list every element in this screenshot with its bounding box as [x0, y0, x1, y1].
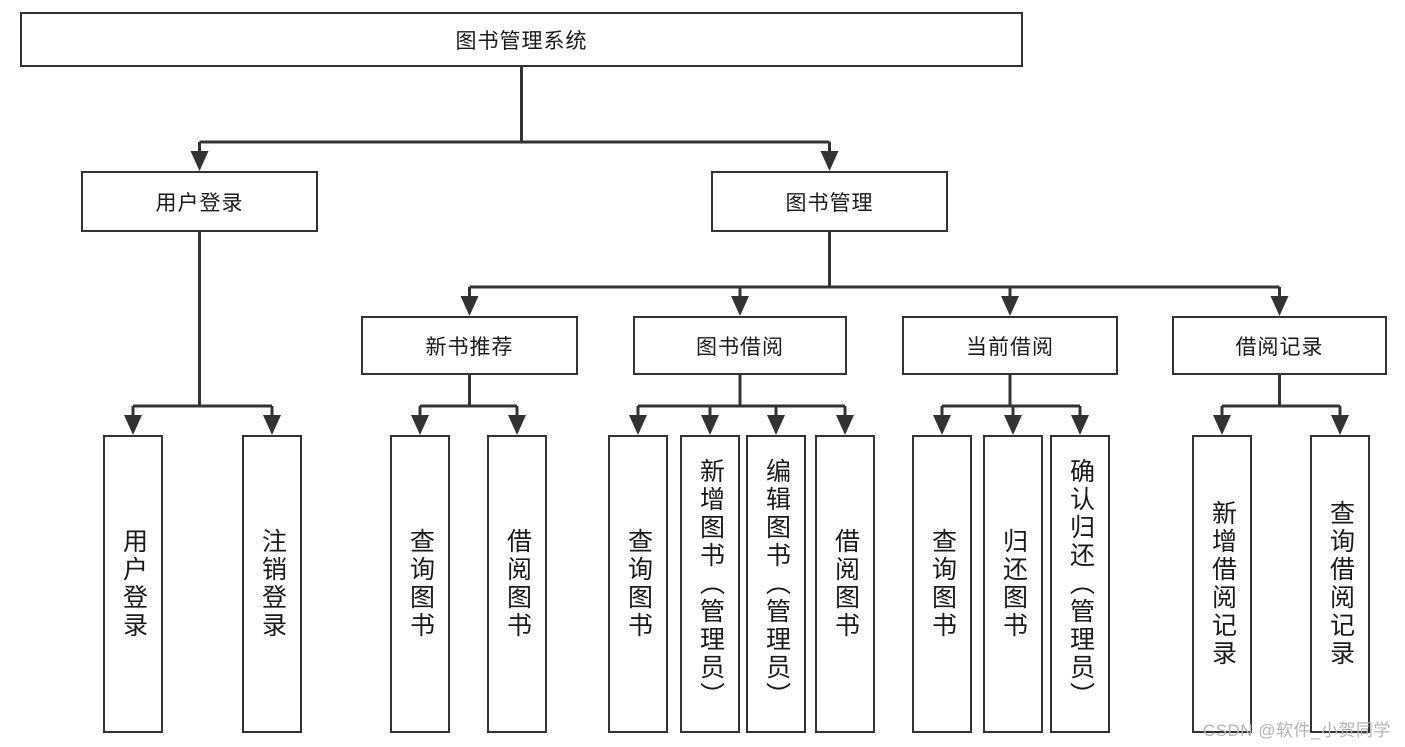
node-label: 新增借阅记录 [1208, 500, 1237, 668]
node-label: 用户登录 [155, 191, 244, 215]
connector-arrowhead [1004, 415, 1022, 435]
node-label: 查询图书 [928, 528, 957, 640]
node-leaf-11[interactable]: 确认归还（管理员） [1050, 435, 1110, 733]
node-label: 编辑图书（管理员） [762, 458, 791, 710]
node-label: 当前借阅 [966, 335, 1054, 359]
node-leaf-5[interactable]: 查询图书 [608, 435, 668, 733]
node-label: 借阅记录 [1235, 335, 1324, 359]
connector-arrowhead [933, 415, 951, 435]
node-label: 借阅图书 [503, 528, 532, 640]
csdn-watermark: CSDN @软件_小贺同学 [1202, 721, 1391, 740]
connector-arrowhead [190, 151, 209, 171]
connector-arrowhead [460, 296, 479, 316]
node-leaf-12[interactable]: 新增借阅记录 [1192, 435, 1252, 733]
node-leaf-6[interactable]: 新增图书（管理员） [680, 435, 740, 733]
node-label: 图书借阅 [696, 335, 784, 359]
connector-arrowhead [1071, 415, 1089, 435]
node-leaf-1[interactable]: 用户登录 [103, 435, 163, 733]
node-leaf-7[interactable]: 编辑图书（管理员） [746, 435, 806, 733]
node-records[interactable]: 借阅记录 [1172, 316, 1387, 375]
connector-arrowhead [1213, 415, 1231, 435]
node-leaf-13[interactable]: 查询借阅记录 [1310, 435, 1370, 733]
node-label: 查询图书 [406, 528, 435, 640]
connector-arrowhead [731, 296, 749, 316]
connector-arrowhead [1270, 296, 1289, 316]
connector-arrowhead [1001, 296, 1019, 316]
node-label: 用户登录 [119, 528, 148, 640]
node-label: 借阅图书 [831, 528, 860, 640]
node-label: 查询借阅记录 [1326, 500, 1355, 668]
node-login[interactable]: 用户登录 [81, 171, 318, 232]
node-leaf-9[interactable]: 查询图书 [912, 435, 972, 733]
node-root[interactable]: 图书管理系统 [20, 12, 1023, 67]
connector-arrowhead [629, 415, 647, 435]
node-leaf-2[interactable]: 注销登录 [242, 435, 302, 733]
connector-arrowhead [508, 415, 526, 435]
connector-arrowhead [411, 415, 429, 435]
node-label: 图书管理 [785, 191, 874, 215]
node-leaf-8[interactable]: 借阅图书 [815, 435, 875, 733]
node-current[interactable]: 当前借阅 [902, 316, 1118, 375]
connector-arrowhead [701, 415, 719, 435]
connector-arrowhead [263, 415, 281, 435]
node-label: 新增图书（管理员） [696, 458, 725, 710]
node-label: 归还图书 [999, 528, 1028, 640]
node-leaf-10[interactable]: 归还图书 [983, 435, 1043, 733]
node-label: 确认归还（管理员） [1066, 458, 1095, 710]
node-label: 图书管理系统 [455, 29, 588, 53]
connector-arrowhead [820, 151, 839, 171]
node-newbook[interactable]: 新书推荐 [361, 316, 578, 375]
connector-arrowhead [124, 415, 142, 435]
connector-arrowhead [1331, 415, 1349, 435]
node-bookmgmt[interactable]: 图书管理 [711, 171, 948, 232]
connector-arrowhead [836, 415, 854, 435]
connector-arrowhead [767, 415, 785, 435]
node-borrow[interactable]: 图书借阅 [633, 316, 847, 375]
node-label: 查询图书 [624, 528, 653, 640]
node-label: 注销登录 [258, 528, 287, 640]
node-leaf-3[interactable]: 查询图书 [390, 435, 450, 733]
node-leaf-4[interactable]: 借阅图书 [487, 435, 547, 733]
node-label: 新书推荐 [425, 335, 514, 359]
